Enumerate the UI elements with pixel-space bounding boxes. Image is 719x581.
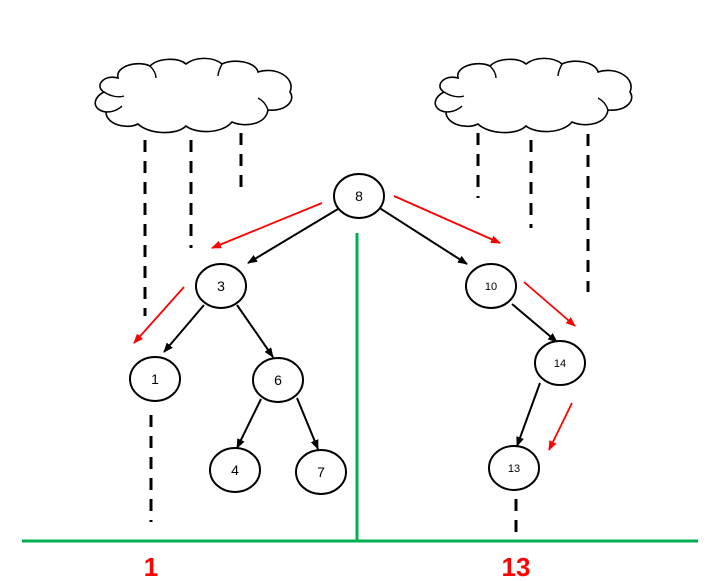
edge-8-10 <box>377 206 468 265</box>
node-label: 10 <box>485 281 497 293</box>
tree-node-10: 10 <box>465 263 517 309</box>
tree-node-13: 13 <box>488 445 540 491</box>
tree-node-7: 7 <box>295 449 347 495</box>
node-label: 1 <box>151 371 159 387</box>
node-label: 13 <box>508 463 520 475</box>
edge-3-6 <box>236 304 274 358</box>
node-label: 6 <box>274 372 282 388</box>
edge-14-13 <box>516 382 541 447</box>
tree-node-1: 1 <box>129 356 181 402</box>
node-label: 8 <box>355 188 363 204</box>
tree-node-3: 3 <box>195 263 247 309</box>
tree-node-6: 6 <box>252 357 304 403</box>
edge-6-4 <box>236 398 262 449</box>
node-label: 3 <box>217 278 225 294</box>
search-arrow <box>523 281 576 327</box>
rain-lines <box>143 133 590 536</box>
search-arrow <box>548 402 573 451</box>
node-label: 7 <box>317 464 325 480</box>
edge-10-14 <box>511 303 558 343</box>
node-label: 14 <box>554 358 566 370</box>
tree-node-4: 4 <box>209 447 261 493</box>
search-arrow <box>133 286 185 344</box>
edge-8-3 <box>247 208 339 264</box>
cloud-left-icon <box>94 57 293 134</box>
edge-6-7 <box>296 397 319 450</box>
result-left: 1 <box>144 552 158 581</box>
search-arrow <box>211 202 323 249</box>
cloud-right-icon <box>434 57 633 134</box>
tree-node-8: 8 <box>333 173 385 219</box>
tree-node-14: 14 <box>534 340 586 386</box>
edge-3-1 <box>163 304 205 353</box>
node-label: 4 <box>231 462 239 478</box>
result-right: 13 <box>502 552 531 581</box>
search-arrow <box>393 195 501 244</box>
